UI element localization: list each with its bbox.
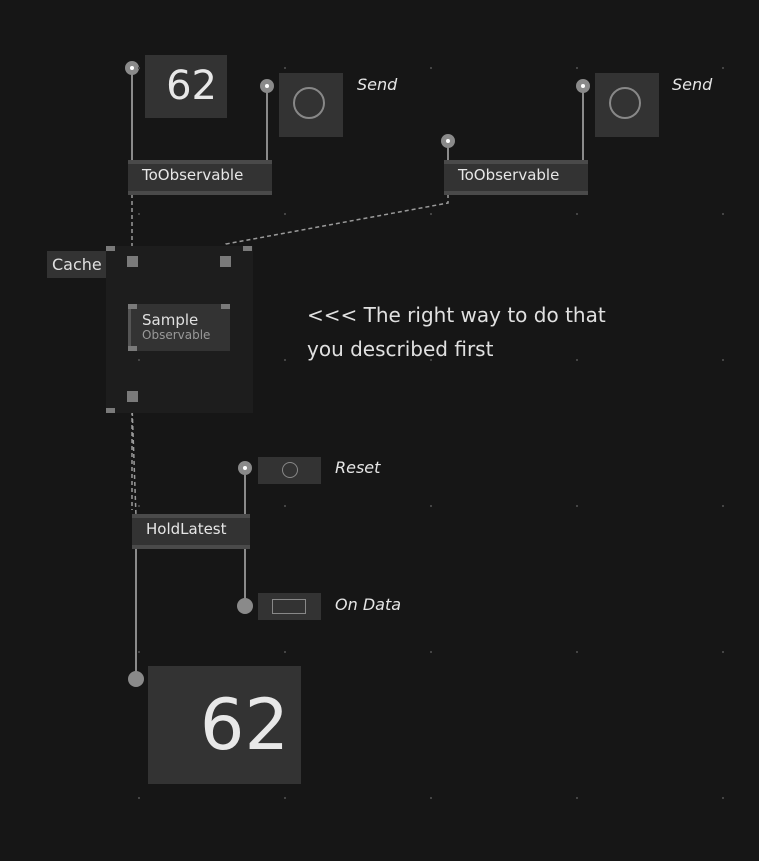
send-bang-button-2[interactable] <box>595 73 659 137</box>
grid-dot <box>430 359 432 361</box>
cache-corner-pin[interactable] <box>106 408 115 413</box>
number-iobox-top[interactable]: 62 <box>145 55 227 118</box>
grid-dot <box>722 213 724 215</box>
grid-dot <box>138 797 140 799</box>
input-pin[interactable] <box>128 304 137 309</box>
grid-dot <box>576 359 578 361</box>
cache-corner-pin[interactable] <box>243 246 252 251</box>
cache-corner-pin[interactable] <box>106 246 115 251</box>
grid-dot <box>576 797 578 799</box>
grid-dot <box>284 359 286 361</box>
sample-node-title: Sample <box>142 311 199 329</box>
sample-node[interactable]: Sample Observable <box>128 304 230 351</box>
grid-dot <box>284 797 286 799</box>
grid-dot <box>430 505 432 507</box>
grid-dot <box>430 797 432 799</box>
ondata-label: On Data <box>335 595 402 614</box>
grid-dot <box>138 213 140 215</box>
iobox-pin[interactable] <box>128 671 144 687</box>
grid-dot <box>576 67 578 69</box>
cache-label[interactable]: Cache <box>47 251 106 278</box>
sample-node-category: Observable <box>142 328 211 342</box>
grid-dot <box>284 651 286 653</box>
circle-icon <box>609 87 641 119</box>
grid-dot <box>430 651 432 653</box>
grid-dot <box>430 67 432 69</box>
iobox-pin[interactable] <box>237 598 253 614</box>
grid-dot <box>722 67 724 69</box>
iobox-pin[interactable] <box>576 79 590 93</box>
grid-dot <box>722 797 724 799</box>
toobservable-node-2[interactable]: ToObservable <box>444 160 588 195</box>
iobox-pin[interactable] <box>238 461 252 475</box>
iobox-pin[interactable] <box>260 79 274 93</box>
comment-text: <<< The right way to do that you describ… <box>307 303 606 361</box>
grid-dot <box>430 213 432 215</box>
reset-label: Reset <box>335 458 381 477</box>
grid-dot <box>576 651 578 653</box>
output-pin[interactable] <box>128 346 137 351</box>
grid-dot <box>284 213 286 215</box>
grid-dot <box>722 651 724 653</box>
cache-input-bcp[interactable] <box>220 256 231 267</box>
grid-dot <box>138 67 140 69</box>
grid-dot <box>284 67 286 69</box>
grid-dot <box>722 505 724 507</box>
send-bang-button-1[interactable] <box>279 73 343 137</box>
holdlatest-node[interactable]: HoldLatest <box>132 514 250 549</box>
cache-output-bcp[interactable] <box>127 391 138 402</box>
pad-pin[interactable] <box>441 134 455 148</box>
cache-input-bcp[interactable] <box>127 256 138 267</box>
iobox-pin[interactable] <box>125 61 139 75</box>
number-iobox-bottom[interactable]: 62 <box>148 666 301 784</box>
grid-dot <box>284 505 286 507</box>
grid-dot <box>576 213 578 215</box>
grid-dot <box>722 359 724 361</box>
ondata-toggle[interactable] <box>258 593 321 620</box>
circle-icon <box>282 462 298 478</box>
grid-dot <box>138 359 140 361</box>
circle-icon <box>293 87 325 119</box>
grid-dot <box>138 651 140 653</box>
toobservable-node-1[interactable]: ToObservable <box>128 160 272 195</box>
rect-icon <box>272 599 306 614</box>
grid-dot <box>138 505 140 507</box>
reset-bang-button[interactable] <box>258 457 321 484</box>
grid-dot <box>576 505 578 507</box>
input-pin[interactable] <box>221 304 230 309</box>
send-label-2: Send <box>672 75 713 94</box>
send-label-1: Send <box>357 75 398 94</box>
